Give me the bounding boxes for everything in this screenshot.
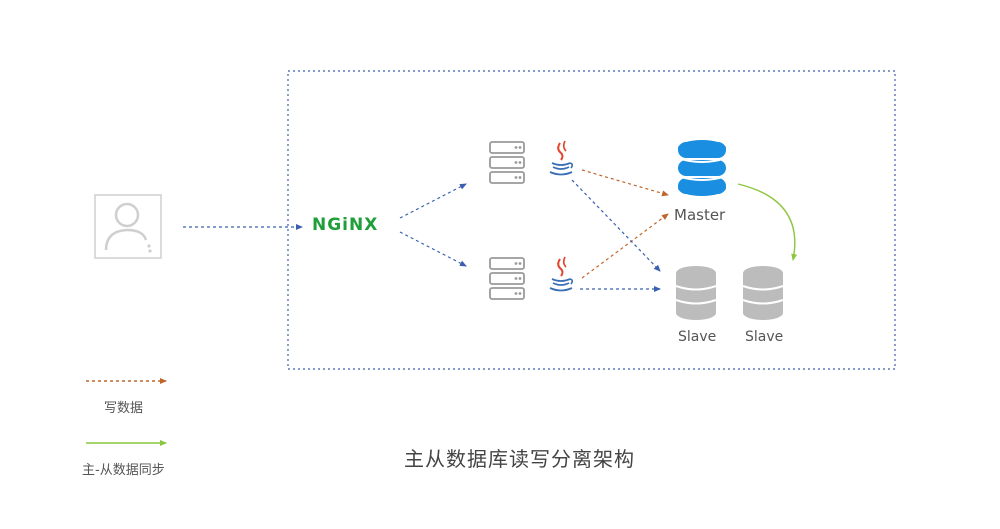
write-arrow-app1-master: [581, 169, 669, 197]
legend-sync-label: 主-从数据同步: [82, 463, 165, 478]
read-arrow-app1-slave: [571, 179, 661, 272]
slave-label: Slave: [678, 329, 717, 345]
arrow-nginx-server2: [399, 231, 467, 267]
java-icon: [549, 140, 574, 176]
user-icon: [94, 194, 162, 259]
sync-arrow-master-slave: [737, 183, 798, 261]
arrow-nginx-server1: [399, 183, 467, 219]
write-arrow-app2-master: [581, 213, 669, 279]
slave-label: Slave: [745, 329, 784, 345]
database-icon: [677, 140, 727, 196]
database-icon: [675, 266, 717, 320]
backend-frame: [287, 70, 896, 370]
database-icon: [742, 266, 784, 320]
server-icon: [489, 141, 525, 184]
nginx-logo: NGiNX: [312, 215, 379, 235]
legend-write-label: 写数据: [104, 401, 144, 416]
java-icon: [549, 256, 574, 292]
diagram-caption: 主从数据库读写分离架构: [404, 447, 635, 471]
server-icon: [489, 257, 525, 300]
master-label: Master: [674, 206, 726, 224]
